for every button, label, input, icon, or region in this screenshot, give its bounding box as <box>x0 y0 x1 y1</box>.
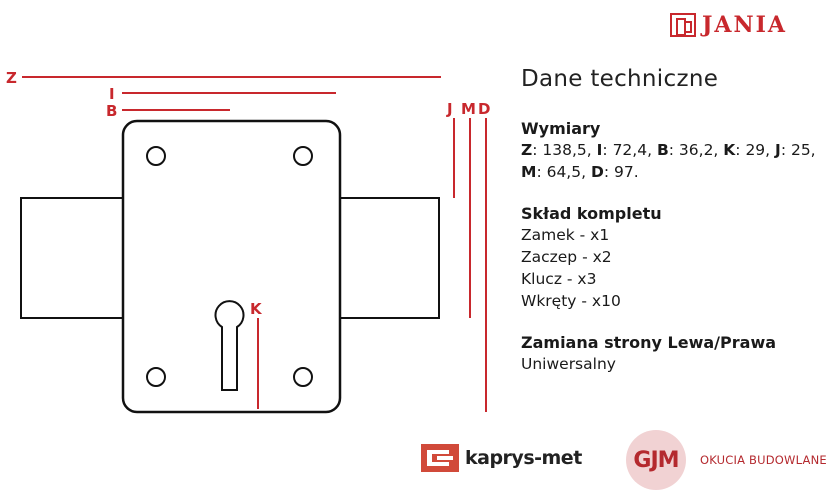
dim-key-j: J <box>775 141 781 159</box>
kit-item: Wkręty - x10 <box>521 292 621 310</box>
dimensions-line-1: Z: 138,5, I: 72,4, B: 36,2, K: 29, J: 25… <box>521 139 839 161</box>
dim-key-k: K <box>723 141 736 159</box>
dim-label-z: Z <box>6 69 17 87</box>
dim-key-b: B <box>656 141 669 159</box>
dimensions-heading: Wymiary <box>521 119 601 138</box>
gjm-logo-text: GJM <box>633 447 679 473</box>
technical-info: Dane techniczne Wymiary Z: 138,5, I: 72,… <box>521 66 839 375</box>
lock-technical-drawing: Z I B J M D K <box>6 69 490 414</box>
kit-item: Zaczep - x2 <box>521 248 612 266</box>
info-title: Dane techniczne <box>521 66 719 92</box>
dim-value-b: : 36,2, <box>668 141 724 159</box>
dimensions-line-2: M: 64,5, D: 97. <box>521 161 839 183</box>
jania-logo-text: JANIA <box>702 12 787 38</box>
kit-item: Zamek - x1 <box>521 226 610 244</box>
screw-hole-top-left <box>146 146 166 166</box>
dim-label-k: K <box>250 300 263 318</box>
kit-item: Klucz - x3 <box>521 270 597 288</box>
dim-key-m: M <box>521 163 537 181</box>
left-strike-bar <box>20 197 126 319</box>
dim-label-i: I <box>109 85 115 103</box>
dim-label-m: M <box>461 100 476 118</box>
dim-value-m: : 64,5, <box>536 163 591 181</box>
kaprys-met-text: kaprys-met <box>465 447 582 469</box>
dim-value-k: : 29, <box>735 141 776 159</box>
dim-value-j: : 25, <box>780 141 816 159</box>
dim-label-d: D <box>478 100 490 118</box>
gjm-logo: GJM OKUCIA BUDOWLANE <box>626 430 827 490</box>
side-heading: Zamiana strony Lewa/Prawa <box>521 333 777 352</box>
gjm-logo-subtitle: OKUCIA BUDOWLANE <box>700 453 827 467</box>
dim-value-z: : 138,5, <box>532 141 597 159</box>
gjm-logo-circle: GJM <box>626 430 686 490</box>
jania-logo-mark-icon <box>670 13 696 37</box>
kaprys-met-mark-icon <box>421 444 459 472</box>
dim-label-j: J <box>446 100 453 118</box>
jania-logo: JANIA <box>670 12 787 38</box>
dim-key-d: D <box>590 163 604 181</box>
right-strike-bar <box>337 197 440 319</box>
lock-body <box>121 119 342 414</box>
dim-key-z: Z <box>521 141 533 159</box>
screw-hole-bottom-left <box>146 367 166 387</box>
screw-hole-top-right <box>293 146 313 166</box>
screw-hole-bottom-right <box>293 367 313 387</box>
dim-label-b: B <box>106 102 117 120</box>
dim-value-i: : 72,4, <box>602 141 657 159</box>
dim-value-d: : 97. <box>603 163 639 181</box>
keyhole <box>214 300 245 391</box>
kaprys-met-logo: kaprys-met <box>419 440 582 476</box>
kit-heading: Skład kompletu <box>521 204 662 223</box>
dim-key-i: I <box>596 141 603 159</box>
side-value: Uniwersalny <box>521 355 616 373</box>
